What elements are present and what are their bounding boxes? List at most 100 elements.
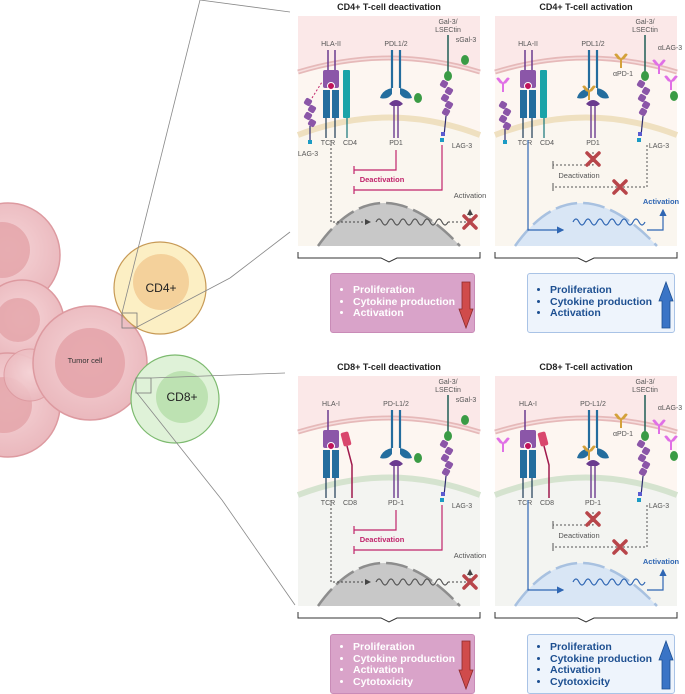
gal3-label: Gal-3/ (438, 379, 457, 386)
apc-membrane-region (298, 376, 480, 432)
zoom-line (221, 499, 296, 606)
lag3-tail (440, 498, 444, 502)
pd1-inhibition-line-blocked (553, 512, 594, 526)
tcr-signal-arrow (330, 140, 371, 225)
pdl-head (380, 448, 392, 459)
effect-item: Proliferation (353, 284, 474, 297)
lag3-tail (441, 132, 445, 136)
sgal3-icon (670, 91, 678, 101)
cd8-stalk (346, 445, 353, 498)
sgal3-icon (414, 453, 422, 463)
up-arrow-icon (658, 281, 674, 329)
lag3-domain (638, 467, 648, 477)
lsectin-label: LSECtin (435, 27, 461, 34)
tcr-signal-arrow (527, 500, 565, 594)
panel-title: CD4+ T-cell deactivation (337, 2, 441, 12)
blocked-x-icon (612, 539, 628, 555)
deactivation-label: Deactivation (558, 531, 599, 540)
t-cell-cytoplasm (298, 477, 480, 606)
apd1-label: αPD-1 (613, 71, 633, 78)
tcr-label: TCR (321, 140, 335, 147)
sgal3-icon (670, 451, 678, 461)
tcr-beta (529, 450, 536, 478)
lag3-domain (439, 439, 449, 449)
pdl-label: PD-L1/2 (383, 401, 409, 408)
cd4-coreceptor (540, 70, 547, 118)
activation-label: Activation (643, 197, 680, 206)
lag3-label: LAG-3 (298, 151, 318, 158)
pd1-label: PD-1 (585, 500, 601, 507)
anti-lag3-antibody-icon (652, 419, 666, 434)
cd8-coreceptor (340, 431, 352, 447)
effect-item: Proliferation (550, 641, 674, 654)
summary-bracket (494, 612, 678, 623)
pdl-label: PD-L1/2 (580, 401, 606, 408)
pdl-head (380, 88, 392, 99)
nucleus (513, 201, 658, 247)
t-cell-cytoplasm (298, 117, 480, 246)
pd1-head (389, 100, 403, 106)
lsectin-label: LSECtin (632, 387, 658, 394)
tumor-cell-label: Tumor cell (68, 356, 103, 365)
tcr-label: TCR (321, 500, 335, 507)
lag3-domain (303, 111, 313, 121)
zoom-line (136, 277, 231, 328)
pdl-label: PDL1/2 (581, 41, 604, 48)
pd1-label: PD-1 (388, 500, 404, 507)
lag3-domain (444, 100, 454, 110)
summary-bracket (297, 612, 481, 623)
deactivation-label: Deactivation (558, 171, 599, 180)
cd4-cell (113, 241, 207, 335)
blocked-x-icon (585, 151, 601, 167)
nucleus (316, 201, 461, 247)
effect-item: Activation (353, 664, 474, 677)
activation-label: Activation (643, 557, 680, 566)
lag3-tail (308, 140, 312, 144)
blocked-x-icon (585, 511, 601, 527)
deactivation-label: Deactivation (360, 535, 405, 544)
lag3-domain (637, 93, 647, 103)
apc-membrane-region (495, 376, 677, 432)
lsectin-label: LSECtin (435, 387, 461, 394)
up-arrow-icon (658, 640, 674, 690)
lag3-domain (498, 100, 508, 110)
lag3-domain (498, 114, 508, 124)
deactivation-label: Deactivation (360, 175, 405, 184)
tcr-signal-arrow (330, 500, 371, 585)
tcr-label: TCR (518, 500, 532, 507)
lag3-label: LAG-3 (452, 503, 472, 510)
effect-item: Cytokine production (353, 653, 474, 666)
pdl-label: PDL1/2 (384, 41, 407, 48)
t-cell-cytoplasm (495, 477, 677, 606)
antigen-peptide (524, 442, 532, 450)
effect-item: Cytokine production (353, 296, 474, 309)
summary-bracket (494, 252, 678, 263)
down-arrow-icon (458, 281, 474, 329)
pdl-head (400, 88, 412, 99)
t-cell-membrane (493, 114, 679, 138)
lag3-inhibition-line (354, 505, 443, 551)
antigen-peptide (327, 82, 335, 90)
apc-membrane-inner (297, 57, 481, 73)
lag3-domain (307, 104, 317, 114)
lag3-domain (439, 79, 449, 89)
lag3-tail (637, 138, 641, 142)
lag3-inhibition-line-blocked (553, 145, 648, 188)
pd1-head (586, 100, 600, 106)
apc-membrane-region (298, 16, 480, 72)
gal3-icon (444, 71, 452, 81)
hla-molecule (323, 70, 339, 88)
lag3-label: LAG-3 (649, 503, 669, 510)
zoom-box-cd8 (135, 377, 152, 394)
sgal3-label: sGal-3 (456, 37, 477, 44)
gal3-icon (641, 71, 649, 81)
lag3-domain (441, 107, 451, 117)
tumor-cluster (0, 202, 148, 458)
lag3-tail (440, 138, 444, 142)
dna-icon (375, 218, 449, 226)
lag3-domain (440, 453, 450, 463)
lag3-tail (441, 492, 445, 496)
antigen-peptide (327, 442, 335, 450)
